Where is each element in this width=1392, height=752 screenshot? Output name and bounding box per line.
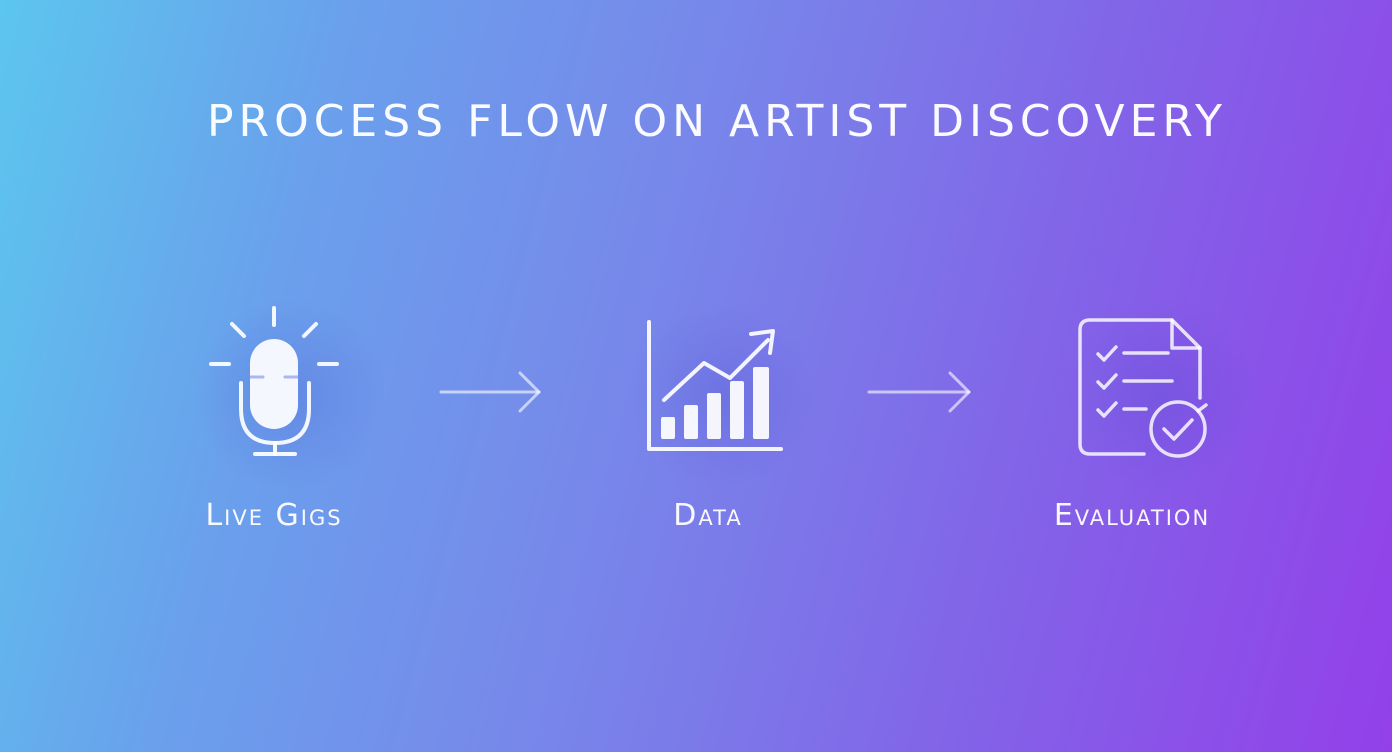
- microphone-icon: [205, 303, 345, 463]
- page-title: PROCESS FLOW ON ARTIST DISCOVERY: [206, 96, 1228, 147]
- step-label-live-gigs: Live Gigs: [205, 498, 343, 533]
- checklist-document-icon: [1072, 312, 1217, 462]
- arrow-right-icon: [438, 370, 546, 418]
- arrow-right-icon: [866, 370, 976, 418]
- step-label-evaluation: Evaluation: [1053, 498, 1211, 533]
- growth-chart-icon: [640, 318, 790, 458]
- step-label-data: Data: [673, 498, 743, 533]
